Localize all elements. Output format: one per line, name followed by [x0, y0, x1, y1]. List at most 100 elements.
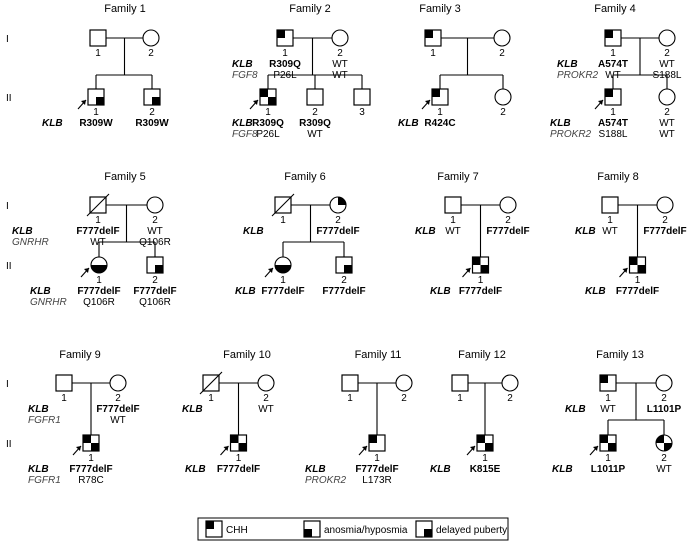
genotype-label: WT: [445, 226, 461, 237]
legend-label: delayed puberty: [436, 525, 507, 536]
quadrant-tl: [260, 89, 268, 97]
gene-label: KLB: [28, 404, 49, 415]
individual-number: 1: [605, 453, 611, 464]
gene-label: KLB: [232, 59, 253, 70]
quadrant-tl: [83, 435, 91, 443]
family-title: Family 13: [596, 349, 644, 361]
individual-I-2: [655, 374, 673, 392]
individual-I-2: [395, 374, 413, 392]
genotype-label: Q106R: [83, 297, 115, 308]
gene-label: KLB: [415, 226, 436, 237]
genotype-label: R309Q: [299, 118, 331, 129]
individual-number: 2: [152, 215, 158, 226]
quadrant-br: [664, 443, 672, 451]
gene-label: KLB: [232, 118, 253, 129]
genotype-label: WT: [258, 404, 274, 415]
quadrant-br: [238, 443, 247, 451]
deceased-slash: [199, 371, 223, 395]
family-title: Family 7: [437, 171, 479, 183]
individual-number: 2: [263, 393, 269, 404]
individual-I-1: [601, 196, 619, 214]
individual-number: 1: [280, 215, 286, 226]
genotype-label: F777delF: [486, 226, 529, 237]
genotype-label: S188L: [653, 70, 682, 81]
individual-number: 1: [265, 107, 271, 118]
generation-label: II: [6, 261, 12, 272]
individual-II-1: [259, 88, 277, 106]
genotype-label: WT: [90, 237, 106, 248]
gene-label: KLB: [305, 464, 326, 475]
gene-label: GNRHR: [30, 297, 67, 308]
individual-II-3: [353, 88, 371, 106]
genotype-label: F777delF: [77, 286, 120, 297]
individual-number: 2: [401, 393, 407, 404]
individual-number: 2: [149, 107, 155, 118]
quadrant-bl: [91, 265, 99, 273]
quadrant-tl: [656, 435, 664, 443]
individual-I-1: [599, 374, 617, 392]
genotype-label: R309Q: [252, 118, 284, 129]
proband-arrow-icon: [421, 99, 431, 110]
genotype-label: F777delF: [322, 286, 365, 297]
quadrant-br: [268, 97, 276, 105]
individual-number: 2: [662, 215, 668, 226]
individual-number: 2: [661, 453, 667, 464]
genotype-label: F777delF: [316, 226, 359, 237]
genotype-label: WT: [659, 59, 675, 70]
quadrant-br: [637, 265, 646, 273]
family-4: Family 41A574TWT2WTS188LKLBPROKR21A574TS…: [550, 3, 682, 140]
legend-symbol: [205, 520, 223, 538]
individual-number: 1: [93, 107, 99, 118]
individual-number: 2: [664, 107, 670, 118]
quadrant-tl: [277, 30, 285, 38]
quadrant-br: [99, 265, 107, 273]
quadrant-tl: [425, 30, 433, 38]
genotype-label: P26L: [273, 70, 297, 81]
individual-number: 1: [95, 215, 101, 226]
family-title: Family 3: [419, 3, 461, 15]
gene-label: KLB: [243, 226, 264, 237]
individual-II-1: [368, 434, 386, 452]
generation-label: I: [6, 379, 9, 390]
gene-label: KLB: [430, 464, 451, 475]
quadrant-br: [152, 97, 160, 105]
genotype-label: F777delF: [96, 404, 139, 415]
individual-number: 1: [605, 393, 611, 404]
gene-label: PROKR2: [305, 475, 347, 486]
genotype-label: WT: [307, 129, 323, 140]
proband-arrow-icon: [466, 445, 476, 456]
individual-I-1: [444, 196, 462, 214]
gene-label: KLB: [557, 59, 578, 70]
quadrant-tl: [605, 89, 613, 97]
proband-arrow-icon: [462, 267, 471, 278]
individual-number: 1: [280, 275, 286, 286]
individual-I-1: [86, 193, 110, 217]
gene-label: PROKR2: [557, 70, 599, 81]
individual-II-1: [604, 88, 622, 106]
individual-number: 2: [499, 48, 505, 59]
gene-label: KLB: [575, 226, 596, 237]
genotype-label: R309W: [79, 118, 113, 129]
gene-label: KLB: [42, 118, 63, 129]
quadrant-br: [91, 443, 99, 451]
quadrant-tl: [629, 257, 638, 265]
genotype-label: Q106R: [139, 237, 171, 248]
deceased-slash: [271, 193, 295, 217]
genotype-label: S188L: [599, 129, 628, 140]
family-title: Family 6: [284, 171, 326, 183]
individual-I-1: [271, 193, 295, 217]
family-title: Family 1: [104, 3, 146, 15]
individual-II-1: [274, 256, 292, 274]
genotype-label: L173R: [362, 475, 391, 486]
individual-II-1: [87, 88, 105, 106]
individual-I-2: [493, 29, 511, 47]
individual-number: 2: [337, 48, 343, 59]
individual-number: 1: [96, 275, 102, 286]
genotype-label: WT: [656, 464, 672, 475]
